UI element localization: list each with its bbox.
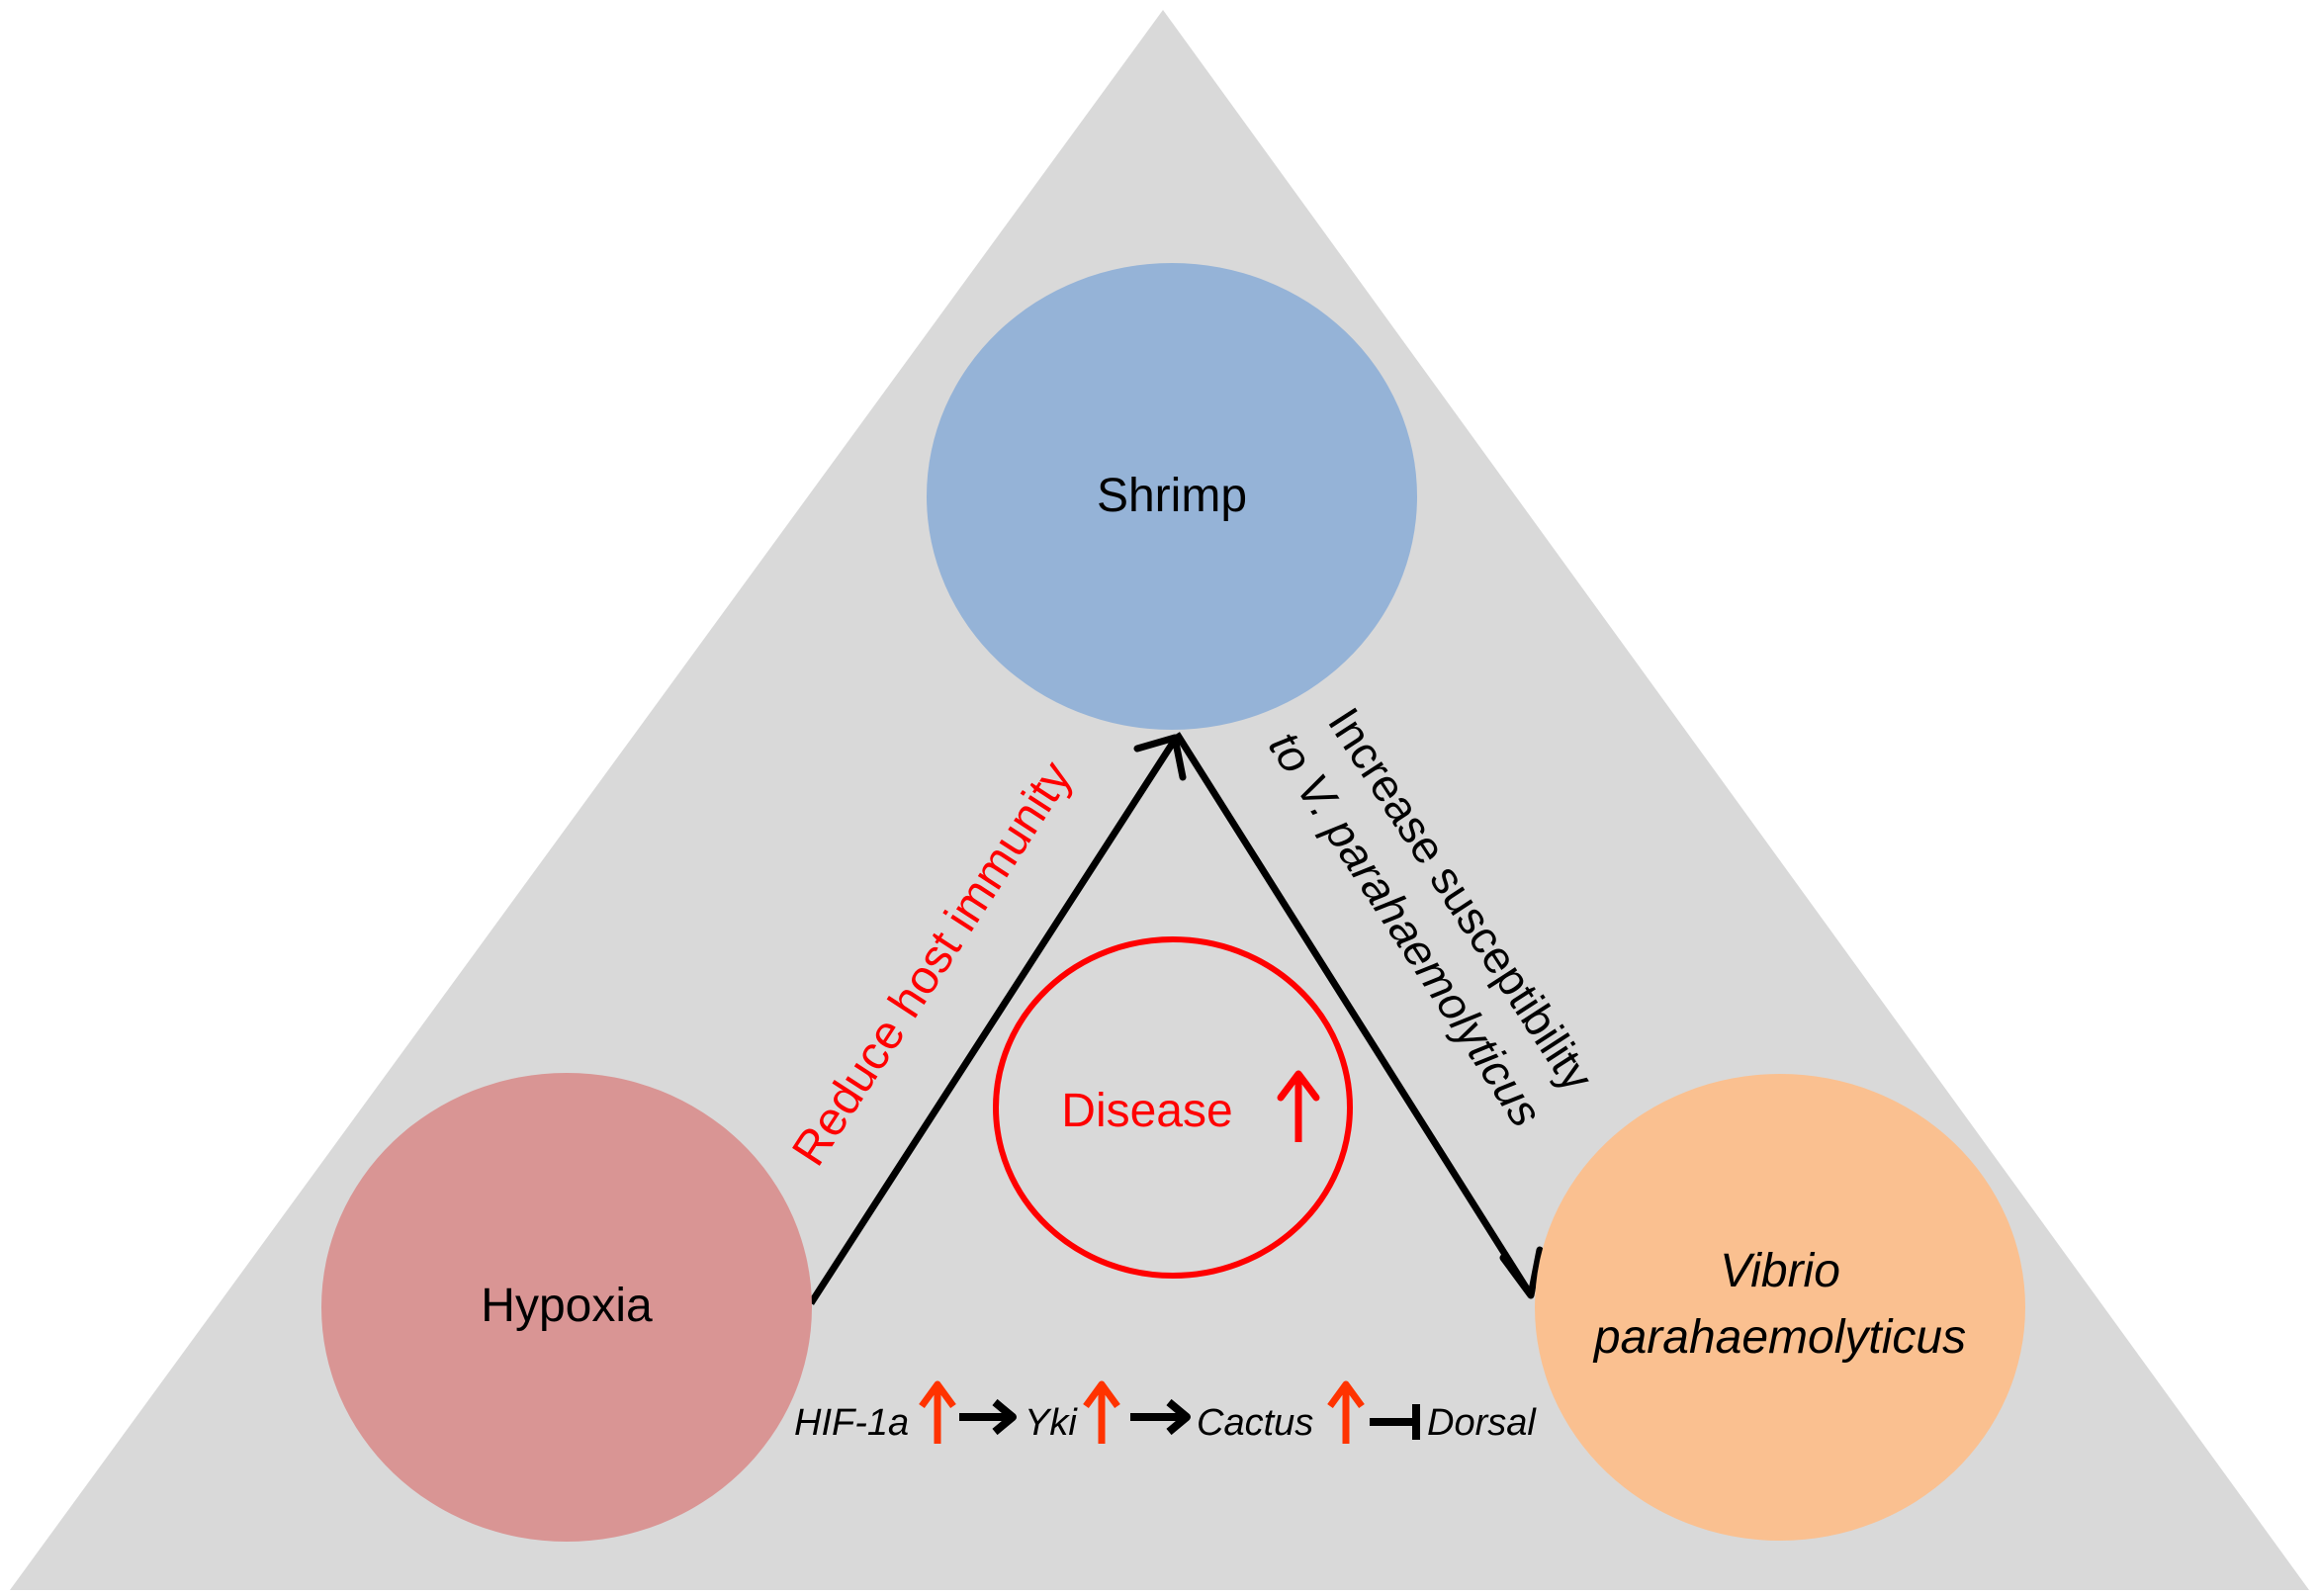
yki-up-arrow-icon xyxy=(1083,1380,1120,1444)
shrimp-node xyxy=(927,263,1417,730)
activate-arrow-icon xyxy=(959,1398,1017,1436)
disease-up-arrow-icon xyxy=(1277,1070,1320,1142)
activate-arrow-icon xyxy=(1130,1398,1191,1436)
cactus-up-arrow-icon xyxy=(1327,1380,1365,1444)
disease-label: Disease xyxy=(1061,1085,1232,1137)
disease-circle xyxy=(993,936,1353,1279)
arrow-shrimp-to-vibrio xyxy=(1174,732,1544,1299)
hypoxia-node xyxy=(321,1073,812,1542)
hif1a-up-arrow-icon xyxy=(919,1380,956,1444)
pathway-row: HIF-1a Yki Cactus Dorsal xyxy=(794,1380,1537,1444)
arrow-hypoxia-to-shrimp xyxy=(808,734,1187,1305)
vibrio-node xyxy=(1535,1074,2025,1541)
hypoxia-label: Hypoxia xyxy=(481,1280,653,1332)
gene-hif1a: HIF-1a xyxy=(794,1402,909,1444)
gene-dorsal: Dorsal xyxy=(1427,1402,1537,1444)
inhibit-bar-icon xyxy=(1370,1404,1420,1440)
gene-yki: Yki xyxy=(1025,1402,1078,1444)
shrimp-label: Shrimp xyxy=(1097,470,1247,522)
vibrio-label-line1: Vibrio xyxy=(1720,1245,1840,1297)
vibrio-label-line2: parahaemolyticus xyxy=(1592,1311,1966,1364)
gene-cactus: Cactus xyxy=(1197,1402,1313,1444)
